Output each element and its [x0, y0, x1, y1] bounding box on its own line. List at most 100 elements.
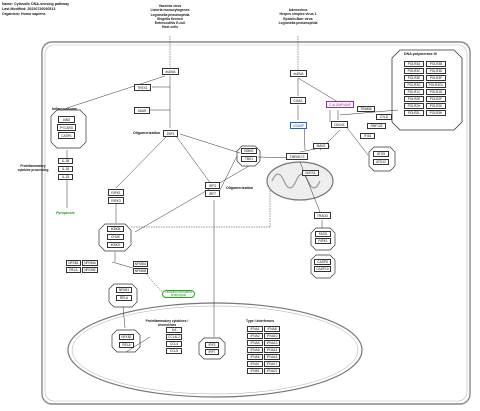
irf7-nuclear-node[interactable]: IRF7 [205, 349, 219, 355]
pol-node[interactable]: POLR3GL [426, 82, 446, 88]
cell-membrane [41, 41, 471, 405]
pol-node[interactable]: POLR2F [426, 96, 446, 102]
oligomerization-label-1: Oligomerization [133, 131, 161, 135]
pol-node[interactable]: POLR2H [404, 103, 424, 109]
ikbkg-node[interactable]: IKBKG [107, 242, 124, 248]
pol-node[interactable]: POLR2K [426, 103, 446, 109]
pol-node[interactable]: POLR3C [404, 68, 424, 74]
irf3-node[interactable]: IRF3 [205, 182, 220, 189]
oligomerization-label-2: Oligomerization [226, 186, 254, 190]
ifn-node[interactable]: IFNA7 [247, 361, 263, 367]
il33-node[interactable]: IL-33 [58, 174, 73, 180]
last-modified: Last Modified: 20220726040513 [2, 7, 56, 11]
ikbke-node[interactable]: IKBKE [241, 148, 257, 154]
adar-node[interactable]: ADAR [134, 107, 150, 114]
atg5-node[interactable]: ATG5 [373, 151, 389, 157]
cgamp-node[interactable]: cGAMP [290, 122, 307, 129]
cytokine-node[interactable]: CCL5 [166, 348, 182, 354]
il18-node[interactable]: IL-18 [58, 166, 73, 172]
cyld-node[interactable]: CYLD [376, 114, 392, 120]
chuk-node[interactable]: CHUK [107, 234, 124, 240]
ifn-node[interactable]: IFNA14 [264, 347, 280, 353]
nfkb1-nuclear-node[interactable]: NFKB1 [119, 334, 134, 340]
rela-cplx-node[interactable]: RELA [66, 267, 81, 273]
rela-nuclear-node[interactable]: RELA [119, 342, 134, 348]
ifn-node[interactable]: IFNA4 [247, 340, 263, 346]
c-di-gmp-node[interactable]: C-di-GMP/AMP [326, 101, 354, 108]
pol-node[interactable]: POLR3H [426, 110, 446, 116]
ripk1-node[interactable]: RIPK1 [108, 189, 124, 196]
ifn-node[interactable]: IFNA21 [264, 368, 280, 374]
nfkbie-node[interactable]: NFKBIE [82, 267, 98, 273]
proinflammatory-cytokines-label: Proinflammatory cytokines / chemokines [145, 319, 189, 327]
pol-node[interactable]: POLR1C [404, 89, 424, 95]
ifn-node[interactable]: IFNA1 [247, 326, 263, 332]
trex1-node[interactable]: TREX1 [134, 84, 151, 91]
aim2-node[interactable]: AIM2 [58, 116, 75, 123]
pol-node[interactable]: POLR3G [404, 82, 424, 88]
nfkb1-cplx-node[interactable]: NFKB1 [66, 260, 81, 266]
nfkbib-free-node[interactable]: NFKBIB [133, 268, 148, 274]
cytokine-node[interactable]: IL6 [166, 327, 182, 333]
pathway-header: Name: Cytosolic DNA-sensing pathway Last… [2, 2, 69, 17]
ikbkb-node[interactable]: IKBKB [107, 226, 124, 232]
cytokine-node[interactable]: CCL4L2 [166, 334, 182, 340]
cgas-node[interactable]: CGAS [290, 97, 306, 104]
pol-node[interactable]: POLR2E [404, 96, 424, 102]
casp10-node[interactable]: CASP10 [314, 266, 331, 272]
ddx41-node[interactable]: DDX41 [331, 121, 348, 128]
ifi16-node[interactable]: IFI16 [360, 133, 375, 139]
pycard-node[interactable]: PYCARD [57, 124, 76, 131]
pyroptosis-label[interactable]: Pyroptosis [56, 211, 75, 215]
pol-node[interactable]: POLR3E [404, 75, 424, 81]
pol-node[interactable]: POLR3A [404, 61, 424, 67]
cytokine-node[interactable]: CCL4 [166, 341, 182, 347]
il1b-node[interactable]: IL-1B [58, 158, 73, 164]
tbk1-node[interactable]: TBK1 [241, 156, 257, 162]
nfkbia-free-node[interactable]: NFKBIA [133, 261, 148, 267]
irf7-node[interactable]: IRF7 [205, 190, 220, 197]
atg12-node[interactable]: ATG12 [373, 159, 389, 165]
mavs-node[interactable]: MAVS [313, 143, 329, 149]
dna-polymerase-label: DNA polymerase III [404, 52, 437, 56]
ubiquitin-proteolysis-node[interactable]: Ubiquitin-mediated proteolysis [162, 290, 195, 298]
pol-node[interactable]: POLR3F [426, 75, 446, 81]
ifn-node[interactable]: IFNA2 [247, 333, 263, 339]
organism: Organism: Homo sapiens [2, 12, 46, 16]
casp8-node[interactable]: CASP8 [314, 259, 331, 265]
tmem173-node[interactable]: TMEM173 [286, 153, 308, 160]
pol-node[interactable]: POLR3D [426, 68, 446, 74]
nfkb1-node[interactable]: NFKB1 [116, 287, 132, 293]
ifn-node[interactable]: IFNA8 [264, 326, 280, 332]
ifn-node[interactable]: IFNA5 [247, 347, 263, 353]
nlrx1-node[interactable]: NLRX1 [302, 170, 319, 176]
pol-node[interactable]: POLR2L [404, 110, 424, 116]
ifn-node[interactable]: IFNA10 [264, 333, 280, 339]
rnf125-node[interactable]: RNF125 [367, 123, 386, 129]
type-i-interferons-label: Type I interferons [246, 319, 275, 323]
ifn-node[interactable]: IFNA6 [247, 354, 263, 360]
tradd-node[interactable]: TRADD [314, 212, 331, 219]
rela-node[interactable]: RELA [116, 295, 132, 301]
ifn-node[interactable]: IFNA13 [264, 340, 280, 346]
ifn-node[interactable]: IFNB1 [247, 368, 263, 374]
ripk3-node[interactable]: RIPK3 [108, 197, 124, 204]
zbp1-node[interactable]: ZBP1 [163, 130, 178, 137]
irf3-nuclear-node[interactable]: IRF3 [205, 342, 219, 348]
ripk1-b-node[interactable]: RIPK1 [315, 238, 331, 244]
inflammasome-label: Inflammasome [52, 107, 78, 111]
casp1-node[interactable]: CASP1 [58, 132, 75, 139]
dsdna-right-node[interactable]: dsDNA [290, 70, 307, 77]
trim56-node[interactable]: TRIM56 [357, 106, 375, 112]
pol-node[interactable]: POLR1D [426, 89, 446, 95]
pol-node[interactable]: POLR3B [426, 61, 446, 67]
dsdna-left-node[interactable]: dsDNA [162, 68, 179, 75]
nfkbia-node[interactable]: NFKBIA [82, 260, 98, 266]
ifn-node[interactable]: IFNA16 [264, 354, 280, 360]
fadd-node[interactable]: FADD [315, 231, 331, 237]
ifn-node[interactable]: IFNA17 [264, 361, 280, 367]
